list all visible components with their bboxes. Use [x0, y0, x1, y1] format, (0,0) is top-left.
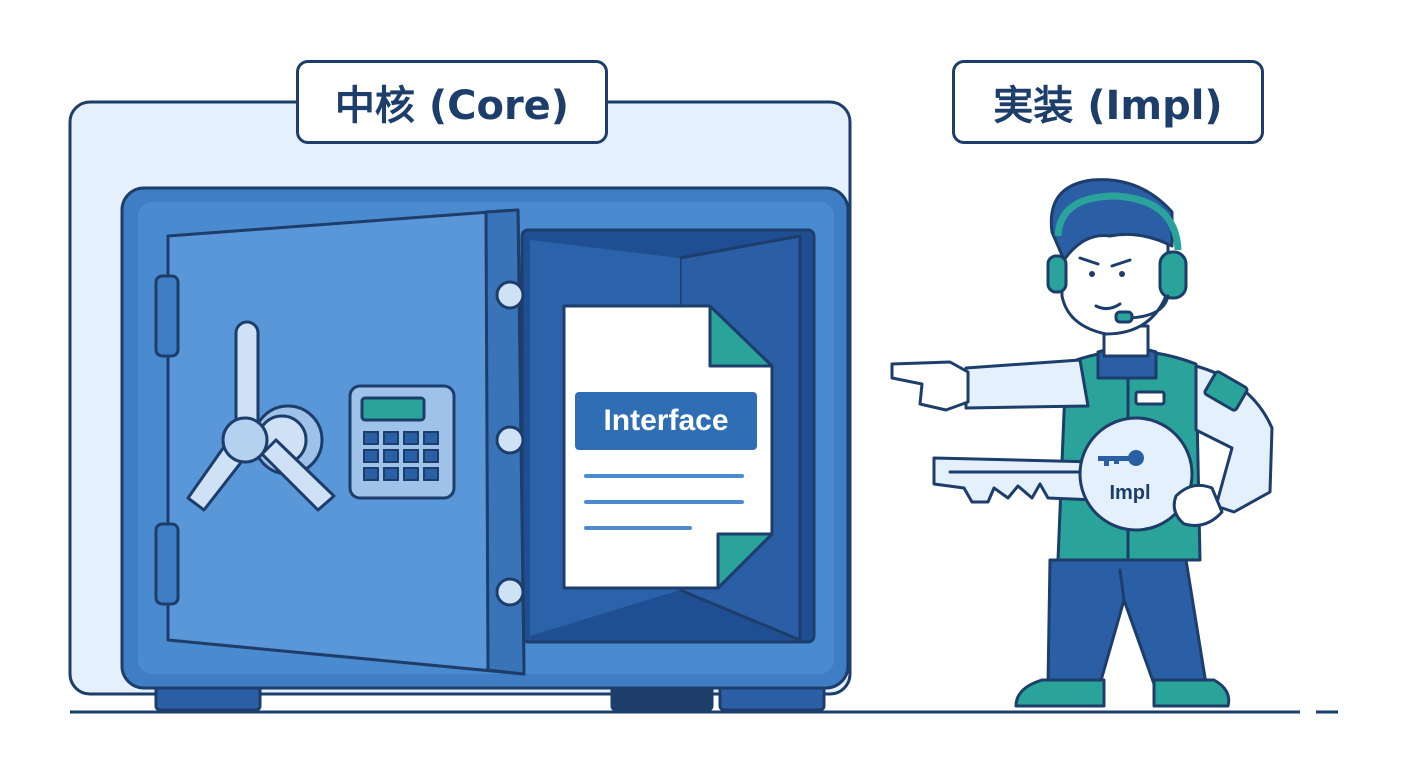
core-label: 中核 (Core)	[296, 60, 608, 144]
key-icon	[932, 416, 1224, 532]
headset-icon	[1046, 192, 1188, 324]
person-icon	[890, 178, 1274, 708]
impl-label: 実装 (Impl)	[952, 60, 1264, 144]
interface-badge: Interface	[575, 392, 757, 450]
key-label: Impl	[1109, 481, 1151, 504]
